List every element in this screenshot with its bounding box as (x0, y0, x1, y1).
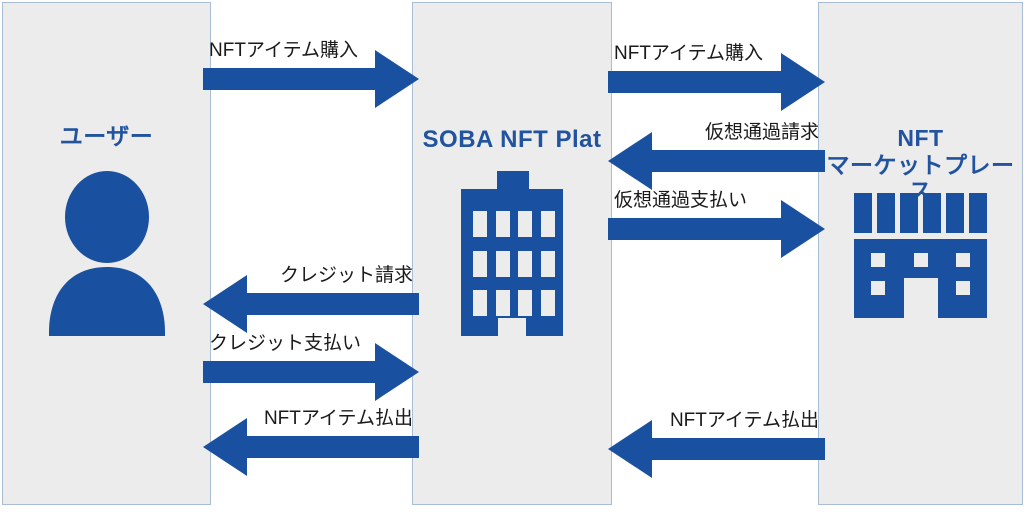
actor-title-soba: SOBA NFT Plat (422, 126, 602, 153)
flow-label: クレジット支払い (209, 333, 362, 354)
actor-panel-marketplace: NFT マーケットプレース (818, 2, 1023, 505)
flow-label: NFTアイテム払出 (669, 410, 819, 431)
flow-arrow-soba-to-market-purchase: NFTアイテム購入 (608, 39, 825, 113)
actor-panel-soba: SOBA NFT Plat (412, 2, 612, 505)
office-building-icon (413, 171, 611, 336)
storefront-icon (819, 193, 1022, 318)
flow-arrow-soba-to-user-nft-delivery: NFTアイテム払出 (203, 404, 419, 478)
flow-arrow-market-to-soba-nft-delivery: NFTアイテム払出 (608, 406, 825, 480)
flow-label: 仮想通過請求 (704, 122, 819, 143)
actor-panel-user: ユーザー (2, 2, 211, 505)
flow-arrow-soba-to-user-credit-claim: クレジット請求 (203, 261, 419, 335)
flow-label: クレジット請求 (279, 265, 413, 286)
flow-arrow-market-to-soba-crypto-claim: 仮想通過請求 (608, 118, 825, 192)
flow-label: NFTアイテム払出 (263, 408, 413, 429)
person-icon (3, 171, 210, 336)
flow-label: 仮想通過支払い (614, 190, 748, 211)
actor-title-user: ユーザー (59, 123, 154, 149)
flow-arrow-user-to-soba-purchase: NFTアイテム購入 (203, 36, 419, 110)
flow-label: NFTアイテム購入 (209, 40, 359, 61)
flow-arrow-user-to-soba-credit-payment: クレジット支払い (203, 329, 419, 403)
flow-label: NFTアイテム購入 (614, 43, 764, 64)
flow-arrow-soba-to-market-crypto-payment: 仮想通過支払い (608, 186, 825, 260)
